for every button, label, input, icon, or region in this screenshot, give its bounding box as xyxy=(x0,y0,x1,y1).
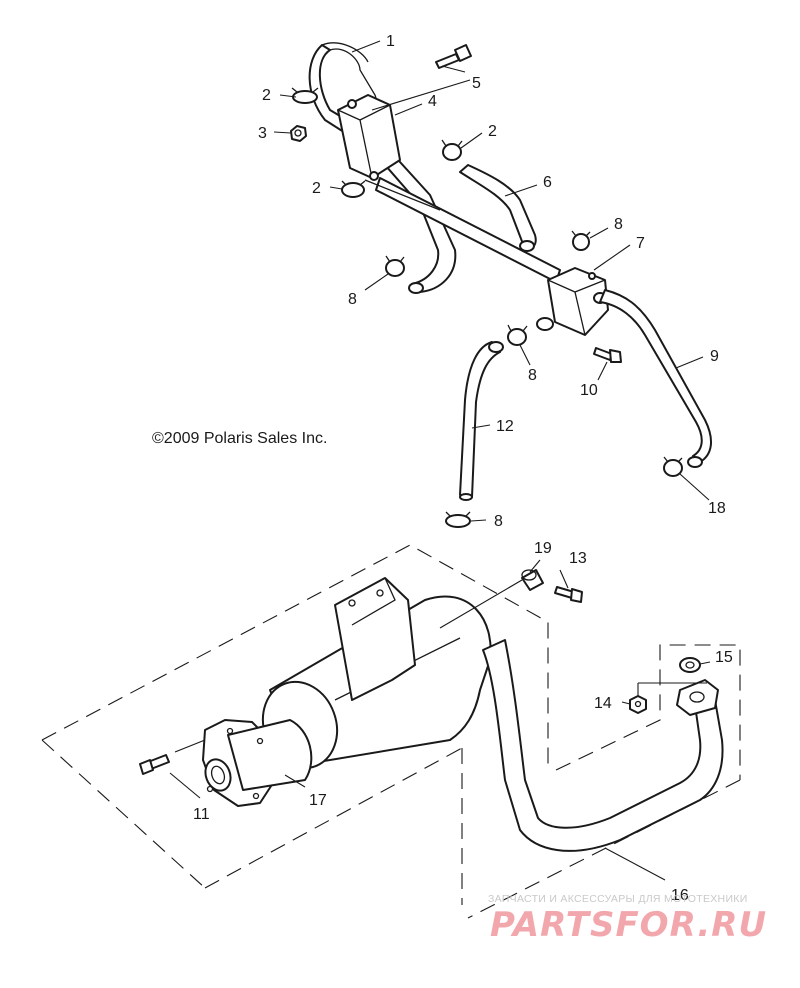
callout-2: 2 xyxy=(312,180,321,197)
callout-7: 7 xyxy=(636,235,645,252)
callout-1: 1 xyxy=(386,33,395,50)
part-5-bolt xyxy=(435,44,472,69)
part-9-hose xyxy=(599,289,712,468)
callout-5: 5 xyxy=(472,75,481,92)
part-11-bolt xyxy=(139,754,170,775)
muffler-bracket xyxy=(334,577,416,701)
watermark-logo: PARTSFOR.RU xyxy=(490,905,768,945)
part-6-hose xyxy=(459,164,537,252)
clamp-8a xyxy=(385,255,405,277)
part-15-washer xyxy=(679,657,701,673)
part-4-canister xyxy=(337,94,401,181)
part-10-bolt xyxy=(593,347,622,363)
callout-19: 19 xyxy=(534,540,552,557)
clamp-2c xyxy=(341,180,366,198)
clamp-8c xyxy=(507,324,528,346)
clamp-2b xyxy=(441,139,463,161)
callout-8: 8 xyxy=(494,513,503,530)
part-19-spacer xyxy=(521,569,544,591)
callout-10: 10 xyxy=(580,382,598,399)
callout-9: 9 xyxy=(710,348,719,365)
callout-12: 12 xyxy=(496,418,514,435)
callout-15: 15 xyxy=(715,649,733,666)
clamp-18 xyxy=(663,456,683,477)
clamp-8b xyxy=(571,230,591,251)
callout-3: 3 xyxy=(258,125,267,142)
watermark-tagline: ЗАПЧАСТИ И АКСЕССУАРЫ ДЛЯ МОТОТЕХНИКИ xyxy=(488,893,748,905)
copyright-notice: ©2009 Polaris Sales Inc. xyxy=(152,430,328,447)
callout-17: 17 xyxy=(309,792,327,809)
part-13-bolt xyxy=(554,586,583,603)
part-17-flange xyxy=(202,719,313,807)
callout-8: 8 xyxy=(348,291,357,308)
callout-16: 16 xyxy=(671,887,689,904)
exhaust-assembly-outline xyxy=(41,544,741,919)
callout-2: 2 xyxy=(262,87,271,104)
callout-6: 6 xyxy=(543,174,552,191)
callout-14: 14 xyxy=(594,695,612,712)
clamp-8d xyxy=(445,511,471,528)
leader-lines xyxy=(169,40,711,881)
part-12-hose xyxy=(459,341,504,501)
part-14-nut xyxy=(629,695,647,714)
callout-13: 13 xyxy=(569,550,587,567)
callout-4: 4 xyxy=(428,93,437,110)
callout-labels: 1 2 3 4 5 2 2 6 8 7 8 9 8 10 12 18 8 19 … xyxy=(193,33,733,904)
callout-8: 8 xyxy=(528,367,537,384)
part-3-nut xyxy=(290,125,307,142)
callout-2: 2 xyxy=(488,123,497,140)
callout-8: 8 xyxy=(614,216,623,233)
callout-11: 11 xyxy=(193,806,210,823)
callout-18: 18 xyxy=(708,500,726,517)
